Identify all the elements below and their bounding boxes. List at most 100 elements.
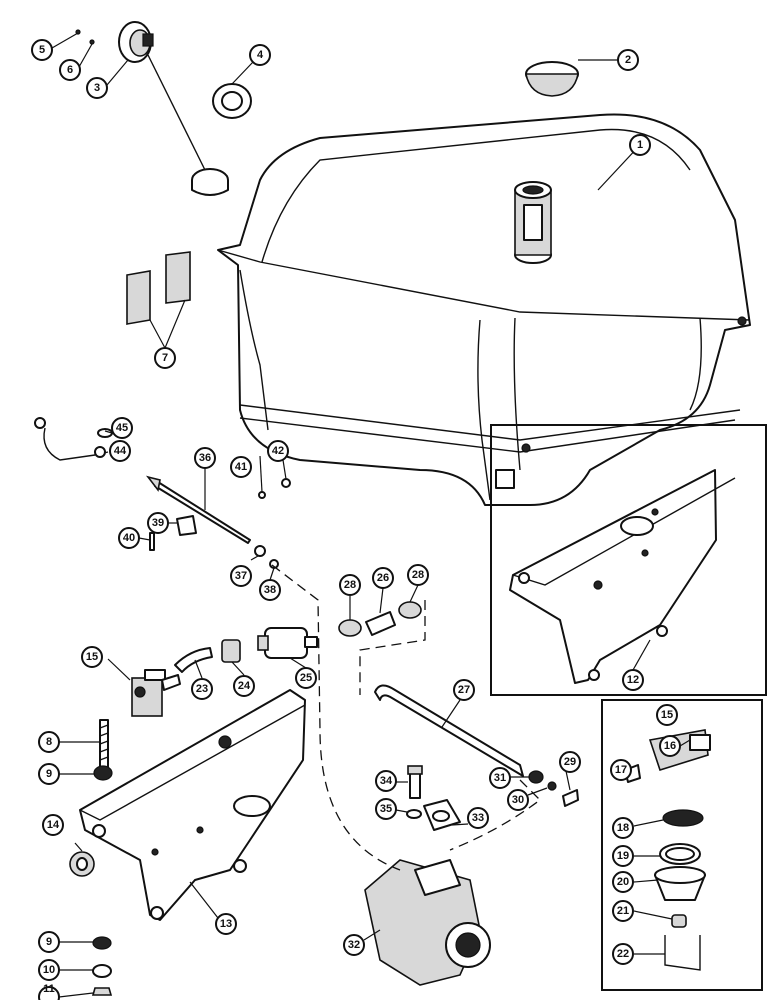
callout-42: 42 [267, 440, 289, 462]
svg-text:41: 41 [235, 461, 247, 473]
fuel-gauge-sender [75, 21, 229, 196]
leader-lines [51, 32, 691, 998]
callout-11: 11 [38, 983, 60, 1000]
callout-29: 29 [559, 751, 581, 773]
hose-and-clamps [338, 601, 422, 637]
callout-18: 18 [612, 817, 634, 839]
fuel-tank [217, 113, 751, 506]
callout-40: 40 [118, 527, 140, 549]
svg-text:36: 36 [199, 452, 211, 464]
svg-text:38: 38 [264, 584, 276, 596]
line-fittings [528, 770, 579, 807]
tank-pads [126, 251, 191, 325]
callout-20: 20 [612, 871, 634, 893]
callout-4: 4 [249, 44, 271, 66]
callout-36: 36 [194, 447, 216, 469]
svg-text:45: 45 [116, 422, 128, 434]
svg-text:9: 9 [46, 768, 52, 780]
callout-9-upper: 9 [38, 763, 60, 785]
svg-text:29: 29 [564, 756, 576, 768]
callout-2: 2 [617, 49, 639, 71]
svg-text:6: 6 [67, 64, 73, 76]
bracket-inset-frame [490, 424, 767, 696]
callout-6: 6 [59, 59, 81, 81]
svg-text:7: 7 [162, 352, 168, 364]
carburetor-assembly [364, 765, 491, 986]
svg-text:28: 28 [344, 579, 356, 591]
callout-15-main: 15 [81, 646, 103, 668]
callout-37: 37 [230, 565, 252, 587]
svg-text:11: 11 [43, 983, 55, 995]
callout-5: 5 [31, 39, 53, 61]
svg-text:22: 22 [617, 948, 629, 960]
svg-text:1: 1 [637, 139, 643, 151]
svg-text:23: 23 [196, 683, 208, 695]
callout-28-left: 28 [339, 574, 361, 596]
callout-13: 13 [215, 913, 237, 935]
svg-text:9: 9 [46, 936, 52, 948]
svg-text:8: 8 [46, 736, 52, 748]
svg-text:27: 27 [458, 684, 470, 696]
callout-7: 7 [154, 347, 176, 369]
callout-45: 45 [111, 417, 133, 439]
callout-30: 30 [507, 789, 529, 811]
fuel-line-components [174, 627, 318, 673]
svg-text:15: 15 [86, 651, 98, 663]
callout-41: 41 [230, 456, 252, 478]
svg-text:39: 39 [152, 517, 164, 529]
svg-text:12: 12 [627, 674, 639, 686]
callout-3: 3 [86, 77, 108, 99]
callout-25: 25 [295, 667, 317, 689]
svg-text:35: 35 [380, 803, 392, 815]
svg-text:10: 10 [43, 964, 55, 976]
svg-text:24: 24 [238, 680, 251, 692]
sediment-bowl-inset-frame [601, 699, 763, 991]
callout-28-right: 28 [407, 564, 429, 586]
svg-text:5: 5 [39, 44, 45, 56]
callout-27: 27 [453, 679, 475, 701]
svg-text:37: 37 [235, 570, 247, 582]
routing-dashes [271, 564, 541, 871]
svg-text:28: 28 [412, 569, 424, 581]
svg-text:25: 25 [300, 672, 312, 684]
callout-23: 23 [191, 678, 213, 700]
svg-text:30: 30 [512, 794, 524, 806]
fuel-line-tube [374, 684, 524, 777]
callout-35: 35 [375, 798, 397, 820]
svg-text:19: 19 [617, 850, 629, 862]
callout-19: 19 [612, 845, 634, 867]
callout-39: 39 [147, 512, 169, 534]
callout-44: 44 [109, 440, 131, 462]
svg-text:16: 16 [664, 740, 676, 752]
mounting-hardware [69, 719, 113, 996]
svg-text:21: 21 [617, 905, 629, 917]
svg-text:42: 42 [272, 445, 284, 457]
svg-text:40: 40 [123, 532, 135, 544]
sender-gasket [212, 83, 252, 119]
callout-21: 21 [612, 900, 634, 922]
svg-text:3: 3 [94, 82, 100, 94]
svg-text:4: 4 [257, 49, 264, 61]
callout-16: 16 [659, 735, 681, 757]
callout-26: 26 [372, 567, 394, 589]
callout-9-lower: 9 [38, 931, 60, 953]
callout-38: 38 [259, 579, 281, 601]
svg-text:18: 18 [617, 822, 629, 834]
svg-text:15: 15 [661, 709, 673, 721]
svg-text:44: 44 [114, 445, 127, 457]
sediment-bowl-valve [131, 669, 181, 717]
svg-text:32: 32 [348, 939, 360, 951]
callout-10: 10 [38, 959, 60, 981]
svg-text:26: 26 [377, 572, 389, 584]
callout-12: 12 [622, 669, 644, 691]
callout-15-inset: 15 [656, 704, 678, 726]
sediment-bowl-exploded [624, 729, 711, 971]
callout-17: 17 [610, 759, 632, 781]
tank-cap [525, 61, 579, 97]
svg-text:33: 33 [472, 812, 484, 824]
left-tank-bracket [79, 689, 306, 921]
callout-31: 31 [489, 767, 511, 789]
ground-strap [34, 417, 113, 461]
shutoff-rod-parts [145, 475, 291, 569]
